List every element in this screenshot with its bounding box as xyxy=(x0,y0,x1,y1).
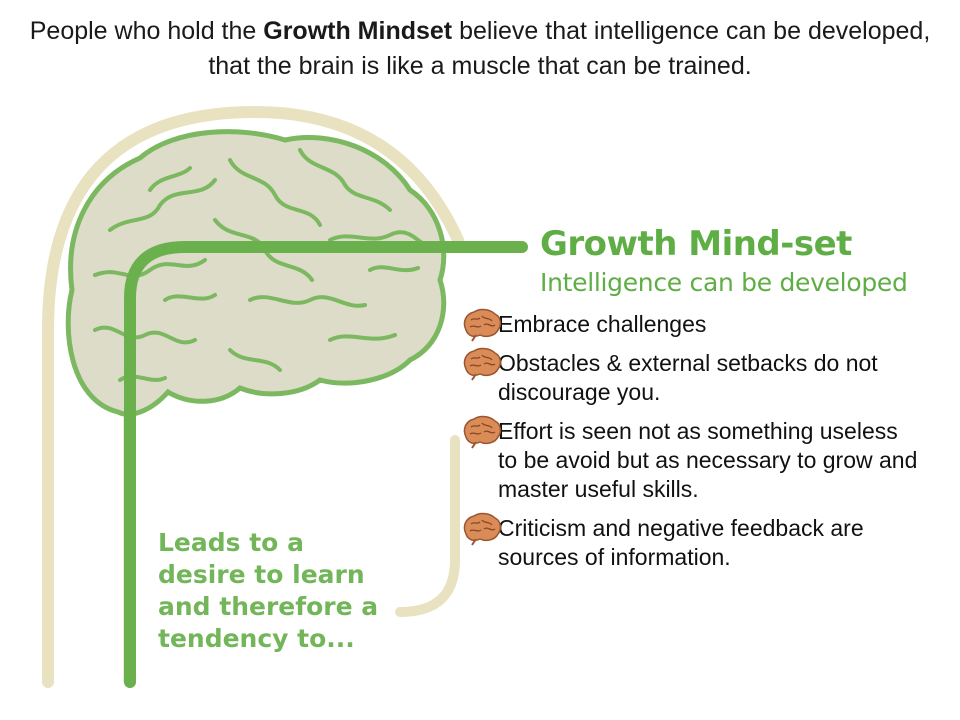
brain-bullet-icon xyxy=(463,415,502,449)
brain-illustration-icon xyxy=(65,129,447,417)
bullet-text: Criticism and negative feedback are sour… xyxy=(498,515,864,570)
bullet-item: Embrace challenges xyxy=(462,308,922,342)
bullet-text: Embrace challenges xyxy=(498,311,707,337)
outer-arch xyxy=(42,105,464,688)
intro-after: believe that intelligence can be develop… xyxy=(208,17,931,80)
bullet-item: Obstacles & external setbacks do not dis… xyxy=(462,347,922,407)
brain-bullet-icon xyxy=(463,308,502,342)
brain-bullet-icon xyxy=(463,512,502,546)
growth-line xyxy=(124,241,528,688)
bullet-item: Effort is seen not as something useless … xyxy=(462,415,922,504)
brain-bullet-icon xyxy=(463,347,502,381)
bullet-text: Obstacles & external setbacks do not dis… xyxy=(498,350,878,405)
growth-mindset-title: Growth Mind-set xyxy=(540,224,852,264)
inner-bracket xyxy=(395,435,460,617)
intro-text: People who hold the Growth Mindset belie… xyxy=(20,14,940,84)
intro-emphasis: Growth Mindset xyxy=(263,17,453,45)
bullet-item: Criticism and negative feedback are sour… xyxy=(462,512,922,572)
bullet-text: Effort is seen not as something useless … xyxy=(498,418,918,502)
intro-before: People who hold the xyxy=(29,17,264,45)
growth-mindset-subtitle: Intelligence can be developed xyxy=(540,268,908,297)
leads-to-text: Leads to a desire to learn and therefore… xyxy=(158,528,379,653)
bullet-list: Embrace challenges Obstacles & external … xyxy=(462,308,922,582)
